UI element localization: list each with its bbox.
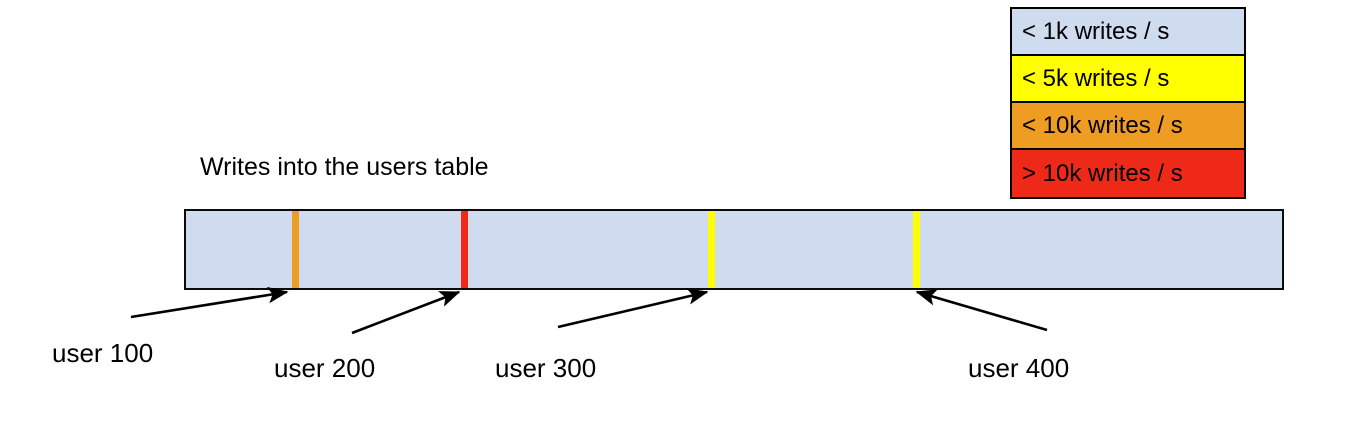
callout-arrow-user-200 [351, 290, 461, 335]
bar-marker-user-100 [292, 211, 300, 288]
callout-label-user-200: user 200 [274, 353, 376, 383]
legend-row-low: < 1k writes / s [1012, 9, 1244, 56]
callout-label-user-400: user 400 [968, 353, 1070, 383]
callout-arrow-user-300 [557, 288, 709, 329]
legend-row-critical: > 10k writes / s [1012, 150, 1244, 197]
write-rate-legend: < 1k writes / s < 5k writes / s < 10k wr… [1010, 7, 1246, 199]
legend-row-high: < 10k writes / s [1012, 103, 1244, 150]
bar-marker-user-300 [707, 211, 715, 288]
legend-label-high: < 10k writes / s [1022, 111, 1183, 139]
legend-label-critical: > 10k writes / s [1022, 159, 1183, 187]
users-table-bar [184, 209, 1284, 290]
callout-label-user-300: user 300 [495, 353, 597, 383]
legend-label-low: < 1k writes / s [1022, 17, 1170, 45]
bar-marker-user-200 [461, 211, 469, 288]
bar-marker-user-400 [912, 211, 920, 288]
callout-arrow-user-100 [130, 286, 289, 319]
legend-row-medium: < 5k writes / s [1012, 56, 1244, 103]
callout-label-user-100: user 100 [52, 338, 154, 368]
chart-title: Writes into the users table [200, 153, 489, 181]
legend-label-medium: < 5k writes / s [1022, 64, 1170, 92]
callout-arrow-user-400 [915, 289, 1048, 332]
